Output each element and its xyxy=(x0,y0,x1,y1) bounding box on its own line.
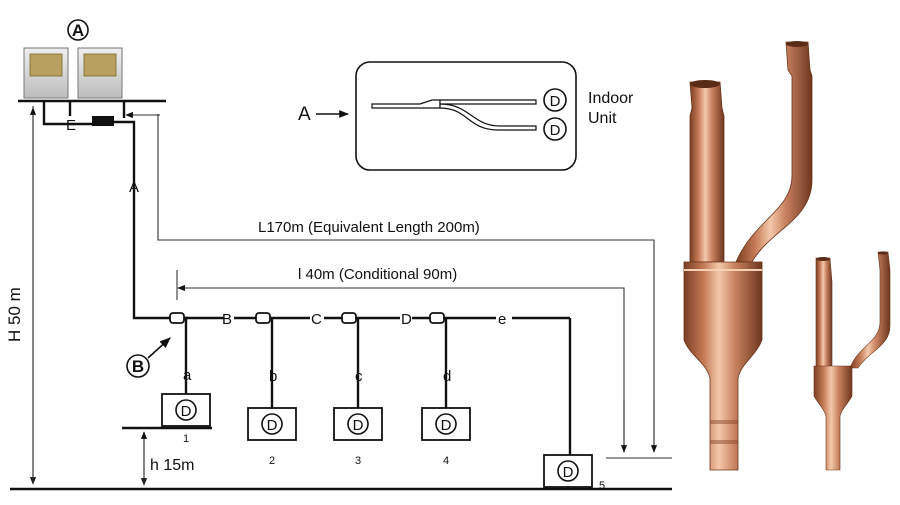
copper-branch-pipe-large xyxy=(683,41,813,471)
branch-length-dimension: l 40m (Conditional 90m) xyxy=(176,266,628,453)
indoor-unit-number: 3 xyxy=(355,455,361,467)
segment-label-e: e xyxy=(498,311,506,328)
branch-joint-2 xyxy=(255,312,271,324)
indoor-unit-number: 2 xyxy=(269,455,275,467)
indoor-unit-letter: D xyxy=(181,403,192,420)
low-height-label: h 15m xyxy=(150,457,194,474)
pipe-label-a: a xyxy=(183,367,192,384)
outdoor-unit-left xyxy=(23,47,69,99)
branch-pointer-arrow xyxy=(147,337,171,359)
pipe-label-c: c xyxy=(355,368,363,385)
branch-joint-3 xyxy=(341,312,357,324)
indoor-unit-2: b D 2 xyxy=(247,318,297,467)
inset-caption-line1: Indoor xyxy=(588,90,634,107)
main-pipe xyxy=(132,150,172,320)
height-label: H 50 m xyxy=(5,287,24,342)
indoor-unit-number: 5 xyxy=(599,480,605,492)
outdoor-units: A xyxy=(18,19,166,103)
height-dimension: H 50 m xyxy=(5,106,37,485)
pipe-label-b: b xyxy=(269,368,277,385)
indoor-unit-number: 1 xyxy=(183,433,189,445)
junction-header xyxy=(92,116,114,126)
indoor-unit-letter: D xyxy=(563,464,574,481)
indoor-unit-3: c D 3 xyxy=(333,318,383,467)
segment-label-c: C xyxy=(311,311,322,328)
outdoor-label-circle xyxy=(67,19,89,41)
inset-unit-letter-2: D xyxy=(550,122,561,139)
indoor-unit-5: D 5 xyxy=(543,454,605,492)
indoor-unit-number: 4 xyxy=(443,455,449,467)
inset-pointer-label: A xyxy=(298,104,311,125)
outdoor-junction: E xyxy=(42,101,136,150)
indoor-unit-1: a D 1 xyxy=(161,318,211,445)
copper-branch-pipe-small xyxy=(813,251,891,471)
indoor-unit-letter: D xyxy=(353,417,364,434)
branch-joint-1 xyxy=(169,312,188,324)
indoor-unit-4: d D 4 xyxy=(421,318,471,467)
total-length-dimension: L170m (Equivalent Length 200m) xyxy=(125,111,658,453)
branch-label-circle xyxy=(126,354,150,378)
indoor-unit-letter: D xyxy=(267,417,278,434)
low-height-dimension: h 15m xyxy=(140,431,194,486)
branch-pipe-inset: A D D Indoor Unit xyxy=(298,61,634,171)
segment-label-b: B xyxy=(222,311,232,328)
total-length-label: L170m (Equivalent Length 200m) xyxy=(258,219,480,236)
outdoor-label: A xyxy=(72,21,84,40)
branch-label: B xyxy=(132,357,144,376)
main-pipe-label: A xyxy=(129,179,139,196)
indoor-unit-letter: D xyxy=(441,417,452,434)
outdoor-unit-right xyxy=(77,47,123,99)
segment-label-d: D xyxy=(401,311,412,328)
inset-caption-line2: Unit xyxy=(588,110,617,127)
pipe-label-d: d xyxy=(443,368,451,385)
branch-joint-4 xyxy=(429,312,445,324)
inset-unit-letter-1: D xyxy=(550,93,561,110)
junction-label: E xyxy=(66,117,76,134)
branch-length-label: l 40m (Conditional 90m) xyxy=(298,266,457,283)
branch-joints xyxy=(169,312,445,324)
